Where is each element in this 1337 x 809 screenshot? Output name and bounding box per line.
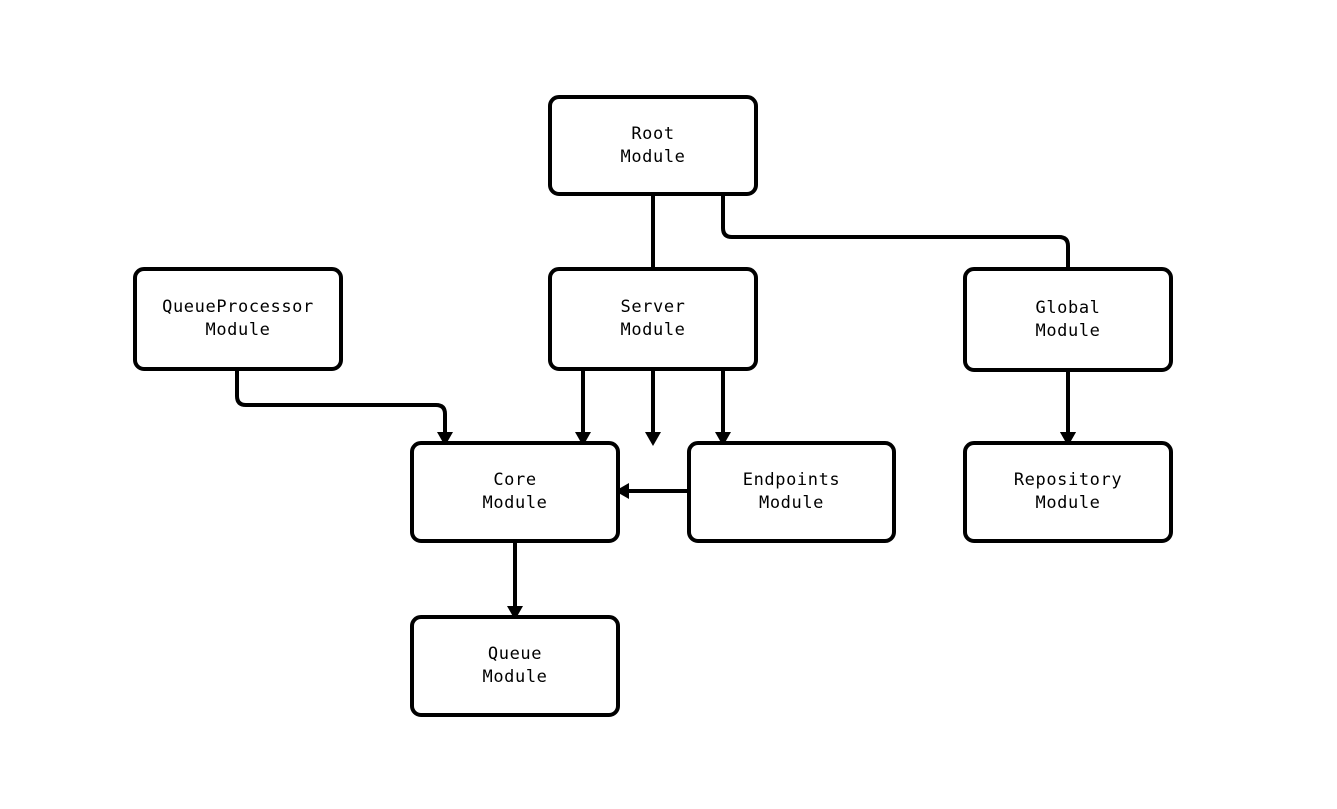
arrowhead-queueprocessor-core [437, 432, 453, 446]
node-queueprocessor-subtitle: Module [205, 320, 271, 340]
node-server-title: Server [620, 297, 686, 317]
node-repository-subtitle: Module [1035, 493, 1101, 513]
arrowhead-global-repository [1060, 432, 1076, 446]
edges-group [235, 196, 1070, 607]
arrowheads-group [437, 432, 1076, 620]
node-queue-title: Queue [487, 644, 543, 664]
node-global-subtitle: Module [1035, 320, 1101, 341]
node-queueprocessor-title: QueueProcessor [162, 297, 314, 317]
arrowhead-core-queue [507, 606, 523, 620]
node-queue[interactable]: Queue Module [410, 615, 620, 717]
node-root-title: Root [631, 123, 675, 144]
arrowhead-server-core [575, 432, 591, 446]
node-endpoints-subtitle: Module [758, 493, 824, 513]
node-root[interactable]: Root Module [548, 95, 758, 196]
node-server[interactable]: Server Module [548, 267, 758, 371]
node-repository-title: Repository [1013, 470, 1123, 490]
node-core[interactable]: Core Module [410, 441, 620, 543]
node-global-title: Global [1035, 297, 1101, 318]
node-global[interactable]: Global Module [963, 267, 1173, 372]
node-repository[interactable]: Repository Module [963, 441, 1173, 543]
node-queueprocessor[interactable]: QueueProcessor Module [133, 267, 343, 371]
edge-root-global [721, 196, 1070, 433]
node-queue-subtitle: Module [482, 667, 548, 687]
arrowhead-endpoints-core [615, 483, 629, 499]
arrowhead-root-server [645, 432, 661, 446]
node-endpoints[interactable]: Endpoints Module [687, 441, 896, 543]
node-core-subtitle: Module [482, 493, 548, 513]
edge-queueprocessor-core [235, 371, 447, 433]
node-server-subtitle: Module [620, 320, 686, 340]
arrowhead-server-endpoints [715, 432, 731, 446]
node-root-subtitle: Module [620, 146, 686, 167]
node-endpoints-title: Endpoints [742, 470, 841, 490]
node-core-title: Core [493, 470, 537, 490]
